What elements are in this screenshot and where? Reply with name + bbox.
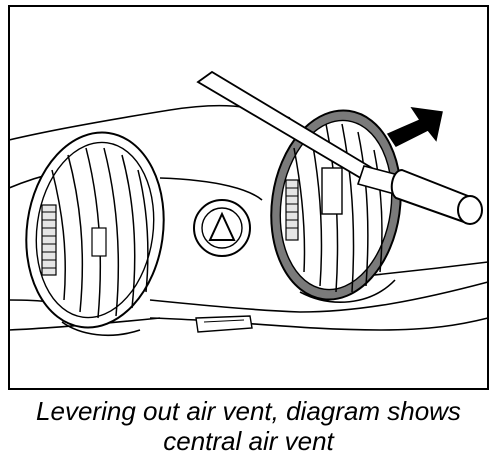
figure-caption: Levering out air vent, diagram shows cen… (0, 396, 497, 456)
caption-line-2: central air vent (163, 426, 334, 456)
side-air-vent (25, 131, 165, 337)
dash-slot (195, 315, 253, 333)
screwdriver (196, 70, 483, 225)
hazard-triangle-icon (208, 211, 236, 241)
direction-arrow-icon (386, 107, 443, 147)
caption-line-1: Levering out air vent, diagram shows (36, 396, 461, 426)
hazard-switch (193, 199, 251, 257)
